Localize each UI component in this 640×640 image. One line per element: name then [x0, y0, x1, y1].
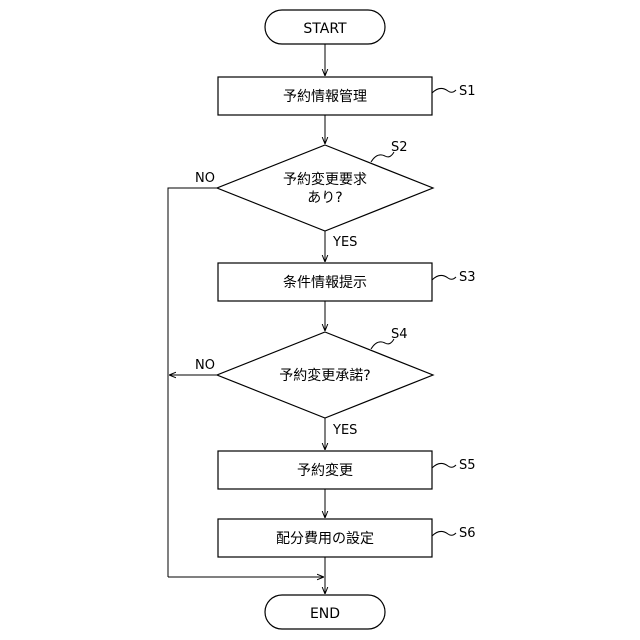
step-s2-decision: 予約変更要求 あり? S2 NO YES [195, 140, 433, 250]
s6-label: 配分費用の設定 [276, 531, 374, 547]
s3-step-label: S3 [459, 270, 476, 285]
s4-step-label: S4 [391, 327, 408, 342]
s4-no-label: NO [195, 358, 215, 373]
s5-leader-line [432, 463, 456, 468]
end-label: END [310, 606, 340, 622]
step-s6-process: 配分費用の設定 S6 [218, 519, 476, 557]
step-s4-decision: 予約変更承諾? S4 NO YES [195, 327, 433, 438]
s1-step-label: S1 [459, 84, 476, 99]
step-s5-process: 予約変更 S5 [218, 451, 476, 489]
s6-step-label: S6 [459, 526, 476, 541]
start-label: START [303, 21, 347, 37]
s3-label: 条件情報提示 [283, 274, 367, 291]
s6-leader-line [432, 531, 456, 536]
s2-no-label: NO [195, 171, 215, 186]
s5-step-label: S5 [459, 458, 476, 473]
step-s1-process: 予約情報管理 S1 [218, 77, 476, 115]
s2-step-label: S2 [391, 140, 408, 155]
start-terminal: START [265, 10, 385, 44]
end-terminal: END [265, 595, 385, 629]
s1-label: 予約情報管理 [283, 89, 367, 105]
s2-label-line1: 予約変更要求 [283, 171, 367, 188]
s1-leader-line [432, 88, 456, 93]
s2-label-line2: あり? [307, 190, 342, 206]
s4-label: 予約変更承諾? [279, 367, 370, 384]
s4-yes-label: YES [332, 423, 357, 438]
step-s3-process: 条件情報提示 S3 [218, 263, 476, 301]
s3-leader-line [432, 275, 456, 280]
s5-label: 予約変更 [297, 462, 353, 479]
s2-yes-label: YES [332, 235, 357, 250]
s2-no-branch-line [168, 188, 217, 577]
